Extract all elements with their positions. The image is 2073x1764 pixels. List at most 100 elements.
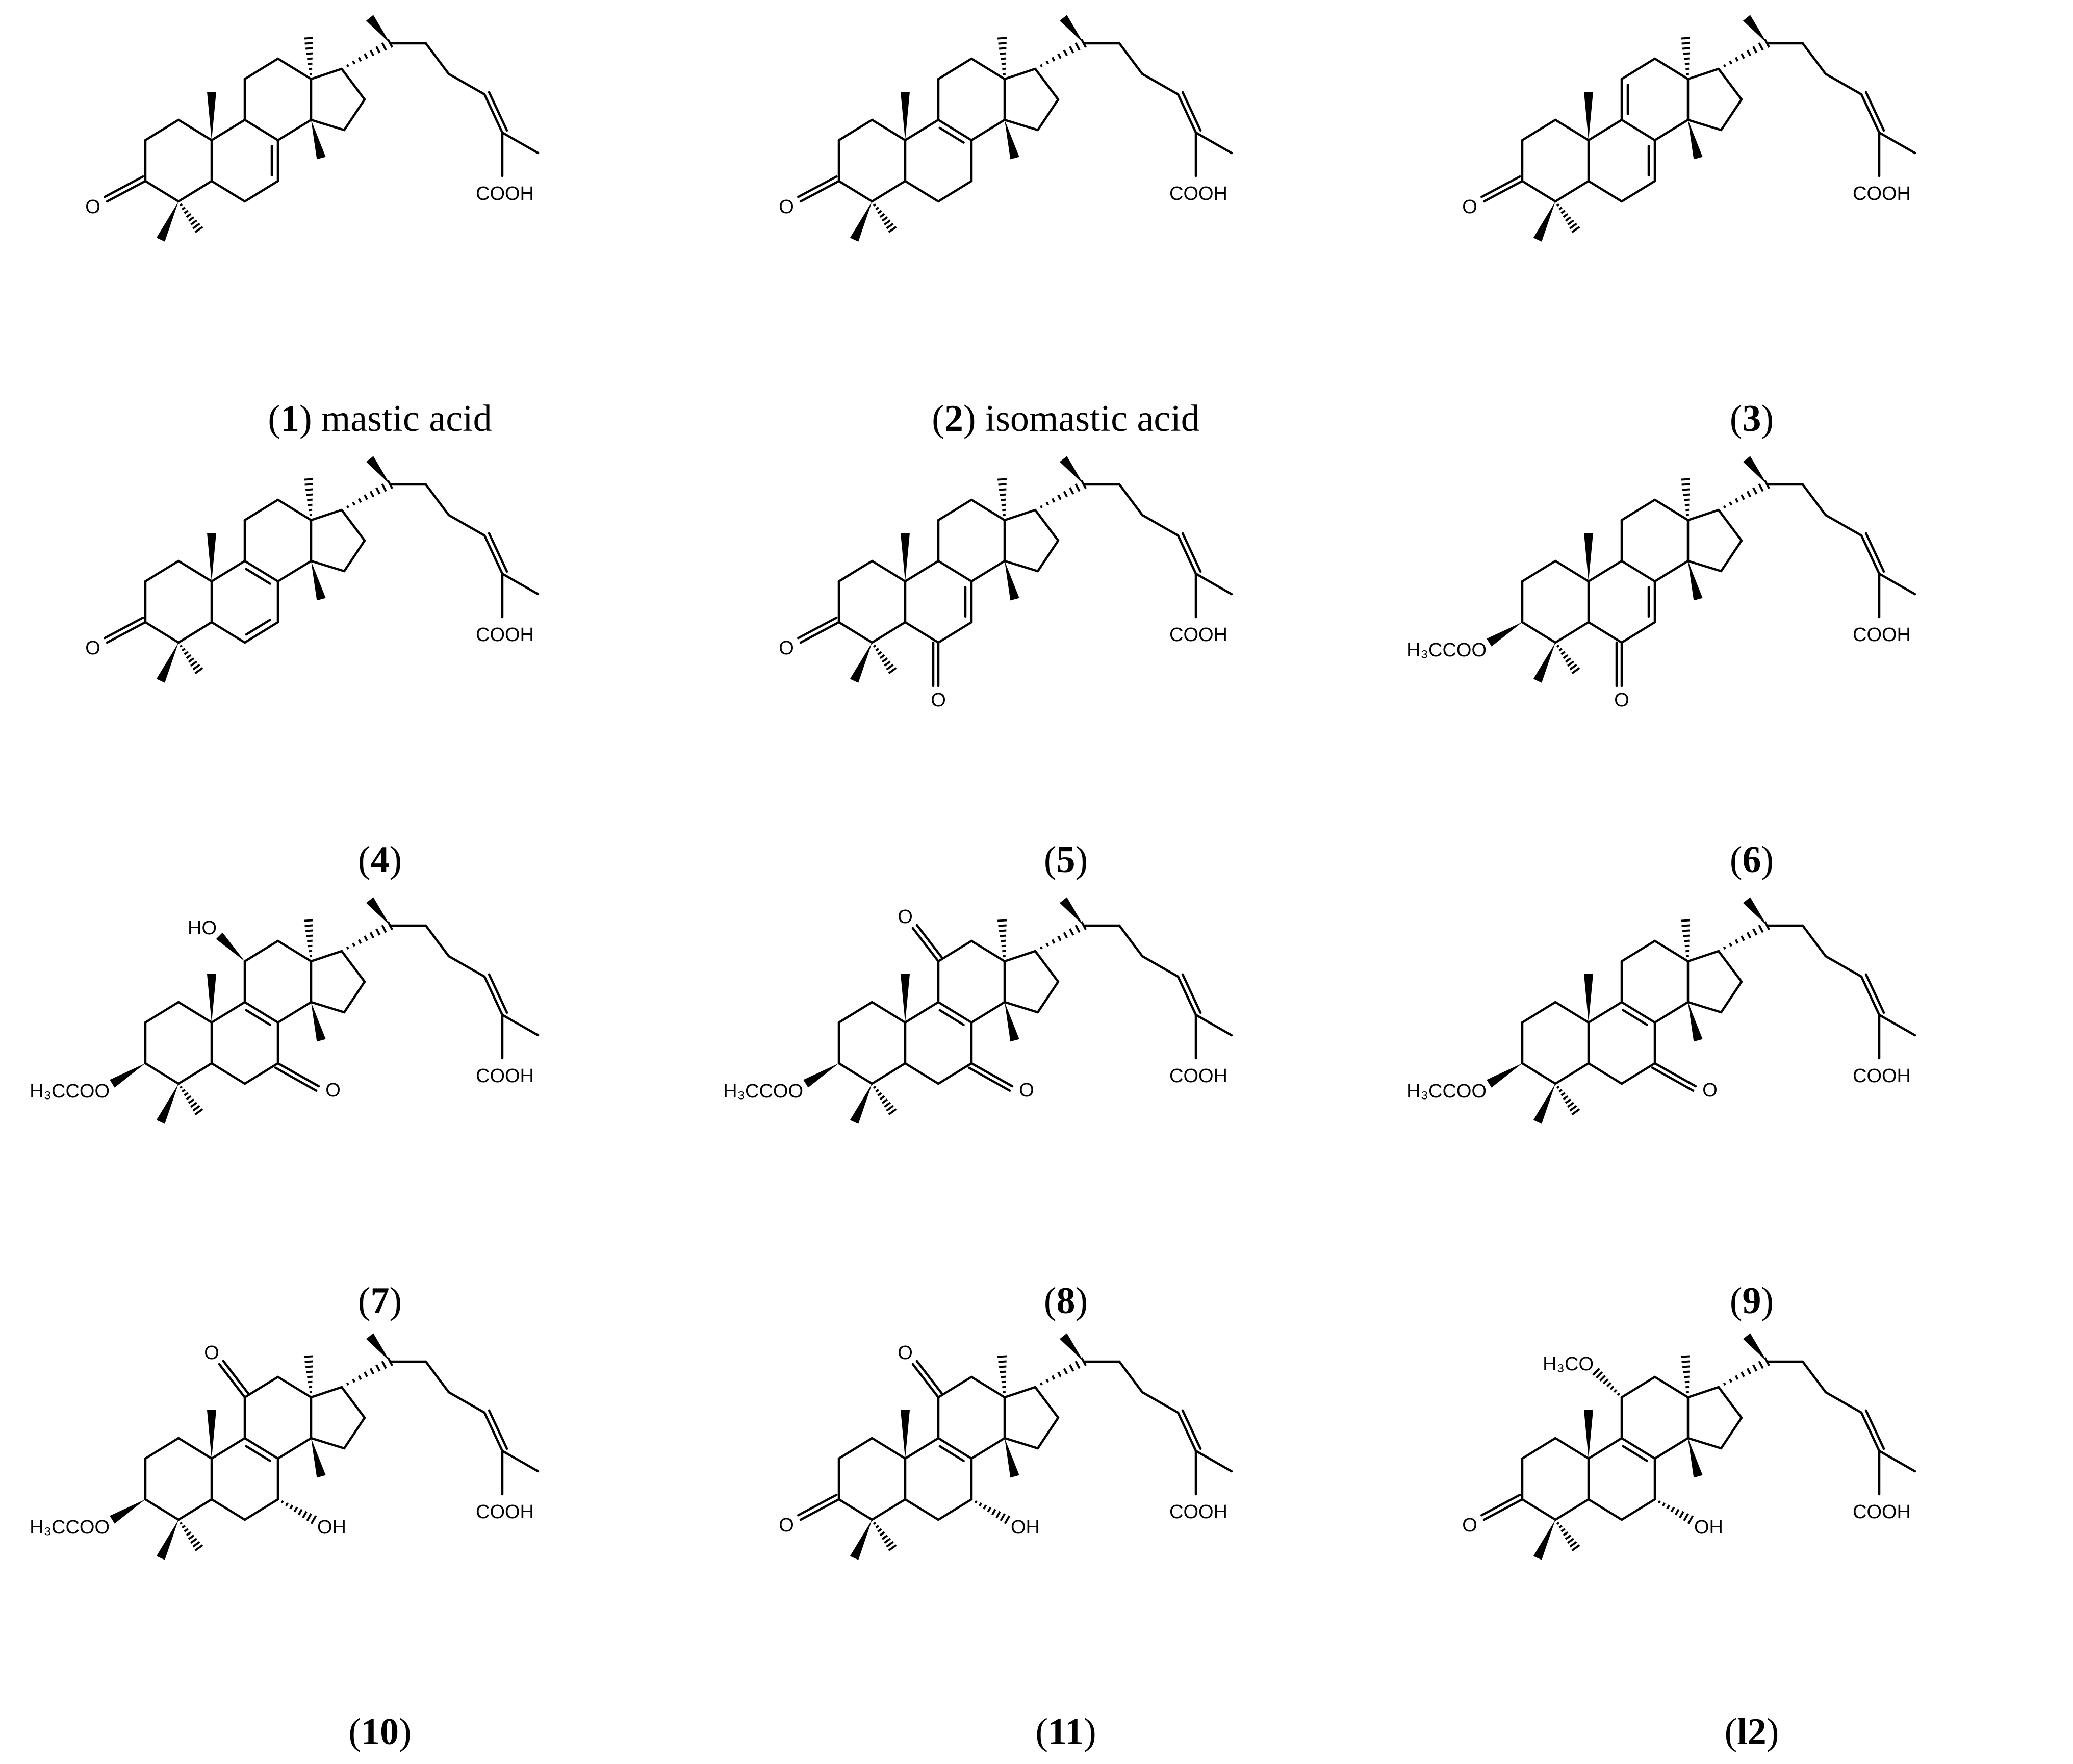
double-bond-24-25 — [1181, 91, 1202, 132]
cooh-label: COOH — [1853, 1065, 1911, 1087]
bond-C25-C26 — [1878, 131, 1916, 155]
hash-segment — [1556, 1085, 1560, 1089]
bond-C15-C16 — [1720, 98, 1743, 132]
caption-close-paren: ) — [963, 398, 976, 440]
hash-segment — [875, 648, 879, 652]
hash-segment — [1729, 942, 1733, 947]
bond-C3-C4 — [1521, 1498, 1557, 1521]
c7-hydroxyl-label: OH — [1011, 1517, 1040, 1538]
hash-segment — [364, 494, 368, 500]
wedge-bond-c19-methyl — [901, 92, 910, 140]
cooh-label: COOH — [476, 624, 534, 646]
hash-segment — [886, 222, 894, 229]
bond-C22-C23 — [424, 42, 450, 75]
hashed-bond-c17-c20 — [346, 921, 393, 950]
bond-C8-C9 — [1620, 559, 1656, 583]
hash-segment — [381, 483, 387, 492]
cooh-label: COOH — [476, 183, 534, 204]
hash-segment — [369, 49, 375, 57]
caption-number: 10 — [361, 1711, 399, 1753]
bond-C4-C5 — [871, 1062, 907, 1085]
double-bond-24-25 — [488, 532, 508, 573]
compound-caption-l2: (l2) — [1725, 1711, 1779, 1753]
double-bond-c7-oxygen — [1651, 1066, 1695, 1092]
hashed-bond-c29-methyl — [873, 1521, 897, 1551]
bond-C12-C13 — [970, 57, 1006, 81]
hash-segment — [1558, 1525, 1563, 1529]
compound-caption-10: (10) — [348, 1711, 411, 1753]
hash-segment — [1057, 53, 1062, 59]
wedge-bond-c28-methyl — [1533, 201, 1555, 242]
hash-segment — [886, 663, 894, 671]
wedge-bond-c19-methyl — [901, 1410, 910, 1459]
hash-segment — [983, 1504, 987, 1510]
hashed-bond-c29-methyl — [179, 644, 203, 674]
cooh-label: COOH — [476, 1501, 534, 1523]
hash-segment — [1758, 483, 1764, 492]
hash-segment — [1684, 1380, 1690, 1384]
hash-segment — [306, 1513, 312, 1521]
hash-segment — [1057, 494, 1062, 500]
wedge-bond-c21-methyl — [366, 15, 390, 43]
hash-segment — [1063, 932, 1068, 939]
hash-segment — [305, 47, 313, 50]
bond-C6-C7 — [937, 1498, 973, 1521]
bond-C4-C5 — [177, 180, 213, 203]
hashed-bond-c17-c20 — [346, 39, 393, 67]
bond-C14-C8 — [276, 559, 313, 583]
hash-segment — [190, 219, 197, 226]
bond-C16-C17 — [1717, 1386, 1743, 1419]
bond-C12-C13 — [970, 498, 1006, 522]
bond-C23-C24 — [1141, 955, 1180, 978]
bond-C15-C16 — [1036, 980, 1060, 1014]
bond-C10-C1 — [177, 1001, 213, 1024]
bond-C17-C13 — [1686, 67, 1720, 81]
c3-acetoxy-label: H₃CCOO — [30, 1081, 110, 1102]
hash-segment — [184, 210, 189, 214]
hashed-bond-c29-methyl — [1556, 1085, 1580, 1115]
bond-C9-C10 — [904, 559, 940, 583]
bond-C4-C5 — [871, 180, 907, 203]
wedge-bond-c30-methyl — [1688, 1438, 1703, 1478]
hash-segment — [1045, 1378, 1050, 1383]
bond-C8-C9 — [1620, 1001, 1656, 1024]
cooh-label: COOH — [1169, 1501, 1227, 1523]
bond-c11-oxygen — [911, 1363, 940, 1399]
cooh-label: COOH — [1853, 624, 1911, 646]
wedge-bond-c19-methyl — [901, 974, 910, 1022]
wedge-bond-c3-acetoxy — [803, 1063, 839, 1088]
caption-open-paren: ( — [932, 398, 944, 440]
hash-segment — [884, 1102, 891, 1108]
hash-segment — [308, 1380, 313, 1384]
bond-C15-C16 — [343, 98, 366, 132]
caption-number: 11 — [1048, 1711, 1084, 1753]
hash-segment — [888, 1108, 897, 1115]
hash-segment — [1734, 1375, 1739, 1380]
bond-C1-C2 — [837, 559, 874, 583]
hash-segment — [192, 222, 200, 229]
bond-C22-C23 — [424, 483, 450, 517]
double-bond-8-9 — [1622, 1445, 1648, 1462]
bond-C6-C7 — [937, 180, 973, 203]
hash-segment — [184, 1528, 189, 1532]
bond-C14-C15 — [1003, 1001, 1039, 1014]
bond-C10-C1 — [871, 1001, 907, 1024]
hash-segment — [1063, 1368, 1068, 1375]
bond-C11-C12 — [243, 1375, 279, 1399]
hash-segment — [179, 1085, 183, 1089]
hash-segment — [182, 648, 186, 652]
hash-segment — [1057, 1371, 1062, 1377]
hash-segment — [1723, 64, 1726, 67]
bond-C15-C16 — [1720, 980, 1743, 1014]
hash-segment — [369, 1368, 375, 1375]
compound-caption-4: (4) — [358, 839, 402, 881]
bond-C4-C5 — [177, 1498, 213, 1521]
bond-c11-oxygen — [911, 927, 940, 963]
hash-segment — [1045, 60, 1050, 65]
bond-C9-C10 — [1587, 1001, 1623, 1024]
hash-segment — [1001, 944, 1006, 948]
bond-C14-C8 — [970, 118, 1006, 142]
wedge-bond-c21-methyl — [1743, 897, 1767, 926]
